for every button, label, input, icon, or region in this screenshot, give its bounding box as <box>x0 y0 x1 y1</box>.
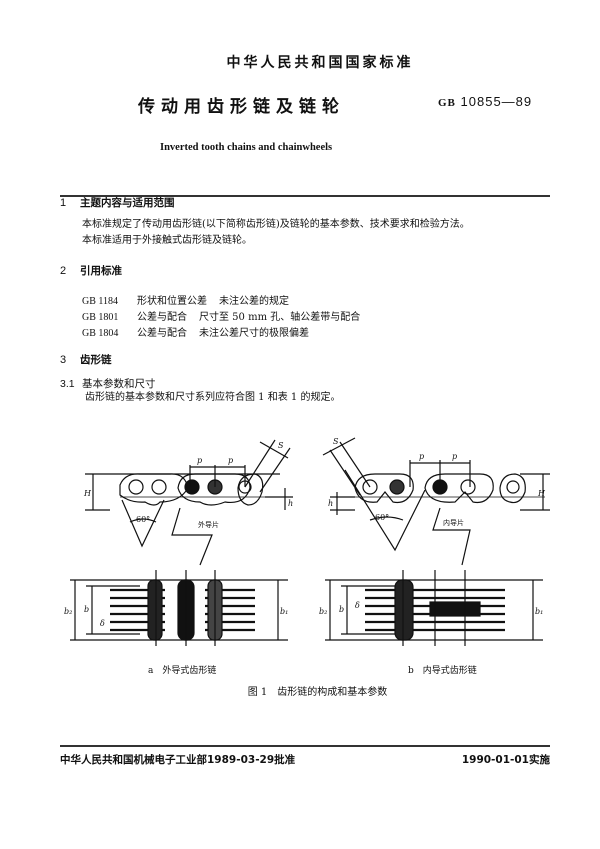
svg-text:b₁: b₁ <box>280 607 288 616</box>
document-title: 传动用齿形链及链轮 <box>138 97 345 117</box>
svg-text:h: h <box>288 499 293 508</box>
svg-text:δ: δ <box>355 601 360 610</box>
svg-text:S: S <box>278 441 284 450</box>
svg-text:b₂: b₂ <box>319 607 327 616</box>
svg-text:b: b <box>339 605 344 614</box>
svg-text:p: p <box>197 456 202 465</box>
section-1-title: 主题内容与适用范围 <box>80 197 175 209</box>
figure-a-outer-guide-chain: p p H h S 60° b₂ b b₁ δ 外导片 <box>64 439 293 646</box>
svg-text:H: H <box>537 489 546 498</box>
subfigure-b-caption: b 内导式齿形链 <box>408 666 477 676</box>
subfigure-a-caption: a 外导式齿形链 <box>148 666 217 676</box>
svg-text:p: p <box>228 456 233 465</box>
inner-guide-plate-callout: 内导片 <box>443 518 464 527</box>
subsection-3-1-para: 齿形链的基本参数和尺寸系列应符合图 1 和表 1 的规定。 <box>85 392 341 403</box>
effective-date: 1990-01-01实施 <box>461 754 550 766</box>
standard-code: 10855—89 <box>460 94 533 109</box>
footer-divider <box>60 745 550 747</box>
svg-text:b₂: b₂ <box>64 607 72 616</box>
svg-text:60°: 60° <box>136 515 150 524</box>
standard-number: GB 10855—89 <box>438 94 532 109</box>
svg-text:60°: 60° <box>375 513 389 522</box>
figure-b-inner-guide-chain: p p H h S 60° b₂ b b₁ δ 内导片 <box>319 437 550 646</box>
section-1-para-2: 本标准适用于外接触式齿形链及链轮。 <box>82 235 252 246</box>
standard-prefix: GB <box>438 97 456 109</box>
approval-info: 中华人民共和国机械电子工业部1989-03-29批准 <box>60 754 296 766</box>
figure-caption: 图 1 齿形链的构成和基本参数 <box>247 687 388 698</box>
svg-text:p: p <box>419 452 424 461</box>
outer-guide-plate-callout: 外导片 <box>198 520 219 529</box>
svg-text:H: H <box>83 489 92 498</box>
svg-text:b: b <box>84 605 89 614</box>
svg-text:h: h <box>328 499 333 508</box>
svg-text:p: p <box>452 452 457 461</box>
svg-text:b₁: b₁ <box>535 607 543 616</box>
section-2-title: 引用标准 <box>80 265 122 277</box>
svg-text:S: S <box>333 437 339 446</box>
section-1-para-1: 本标准规定了传动用齿形链(以下简称齿形链)及链轮的基本参数、技术要求和检验方法。 <box>82 219 470 230</box>
header-divider <box>60 195 550 197</box>
section-3-title: 齿形链 <box>80 354 112 366</box>
svg-text:δ: δ <box>100 619 105 628</box>
english-title: Inverted tooth chains and chainwheels <box>160 142 333 153</box>
national-standard-label: 中华人民共和国国家标准 <box>226 55 414 71</box>
